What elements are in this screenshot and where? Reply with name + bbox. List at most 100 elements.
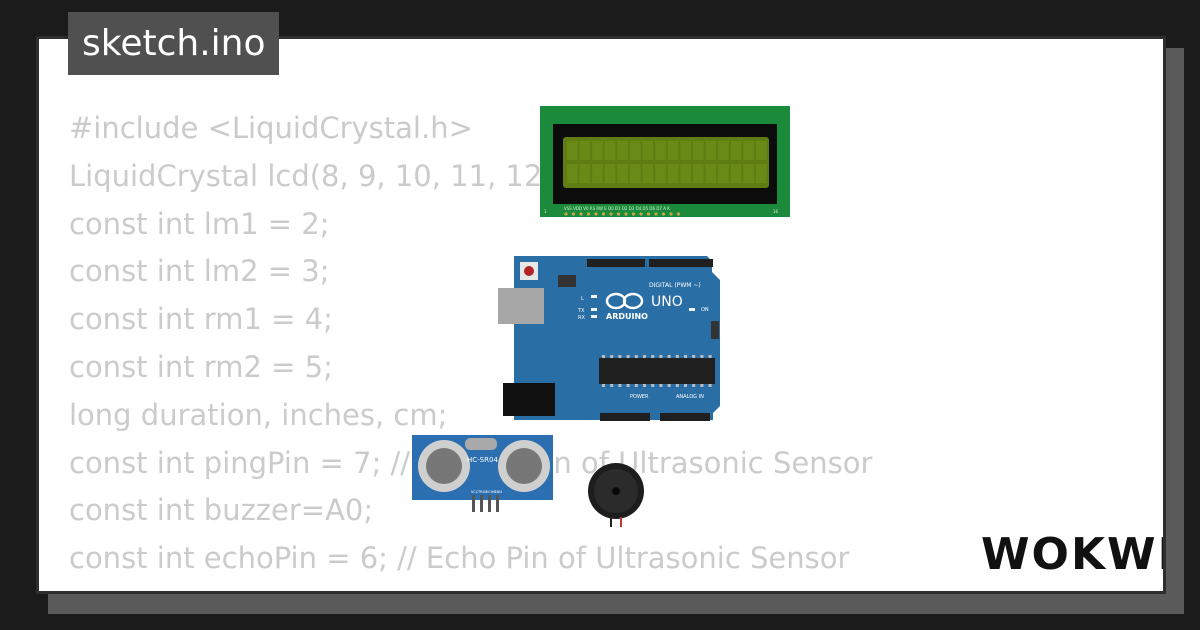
atmega-chip: [599, 358, 715, 384]
lcd-pin: [631, 212, 636, 216]
chip-pin: [618, 355, 622, 358]
code-line: const int buzzer=A0;: [69, 493, 374, 528]
chip-pin: [626, 384, 630, 387]
chip-pin: [708, 384, 712, 387]
chip-pin: [684, 384, 687, 387]
chip-pin: [626, 355, 630, 358]
code-line: const int lm1 = 2;: [69, 206, 330, 241]
lcd-pin: [669, 212, 673, 216]
chip-pin: [700, 384, 704, 387]
chip-pin: [684, 355, 687, 358]
lcd-cell: [756, 141, 767, 160]
lcd-cell: [743, 164, 754, 183]
lcd-cell: [680, 141, 691, 160]
chip-pin: [610, 384, 614, 387]
arduino-model: UNO: [651, 294, 683, 310]
sensor-pin-trig: TRIG: [477, 490, 487, 494]
lcd-pin: [564, 212, 568, 216]
buzzer[interactable]: [588, 463, 644, 527]
lcd-cell: [567, 164, 578, 183]
code-line: const int lm2 = 3;: [69, 254, 330, 289]
lcd-pin: [676, 212, 681, 216]
chip-pin: [659, 355, 663, 358]
ultrasonic-sensor[interactable]: HC-SR04 VCC TRIG ECHO GND: [412, 435, 553, 512]
lcd-pin-first: 1: [544, 209, 547, 214]
led-label-rx: RX: [578, 315, 585, 321]
lcd-cell: [604, 164, 616, 183]
arduino-uno-board[interactable]: DIGITAL (PWM ~) L TX RX ARDUINO UNO ON P…: [498, 256, 720, 421]
lcd-cell: [567, 141, 578, 160]
lcd-cell: [630, 164, 641, 183]
file-tab-sketch[interactable]: sketch.ino: [68, 12, 280, 75]
wokwi-logo: WOKWI: [981, 529, 1166, 580]
lcd-pin: [579, 212, 583, 216]
lcd-cell: [718, 164, 729, 183]
lcd-cell: [705, 164, 717, 183]
usb-port: [498, 288, 544, 324]
lcd-cell: [655, 141, 666, 160]
analog-label: ANALOG IN: [676, 394, 704, 400]
lcd-cell: [617, 164, 628, 183]
lcd-pin: [661, 212, 666, 216]
led-label-l: L: [581, 296, 584, 302]
lcd-cell: [693, 164, 704, 183]
lcd-pin: [571, 212, 576, 216]
chip-pin: [651, 355, 655, 358]
on-label: ON: [701, 307, 709, 313]
lcd-cell: [693, 141, 704, 160]
sensor-pin-gnd: GND: [494, 490, 502, 494]
sensor-pin-vcc: VCC: [471, 490, 479, 494]
chip-pin: [708, 355, 712, 358]
chip-pin: [700, 355, 704, 358]
lcd-pin: [594, 212, 598, 216]
lcd-pin: [601, 212, 606, 216]
code-line: void setup() {: [69, 583, 872, 591]
lcd-display[interactable]: VSS VDD V0 RS RW E D0 D1 D2 D3 D4 D5 D6 …: [540, 106, 790, 217]
lcd-pin: [609, 212, 613, 216]
power-label: POWER: [630, 394, 649, 400]
chip-pin: [667, 355, 671, 358]
lcd-pin: [639, 212, 643, 216]
lcd-cell: [592, 141, 603, 160]
lcd-cell: [705, 141, 717, 160]
chip-pin: [643, 355, 646, 358]
lcd-pin: [654, 212, 658, 216]
lcd-cell: [617, 141, 628, 160]
chip-pin: [692, 384, 696, 387]
lcd-cell: [743, 141, 754, 160]
chip-pin: [634, 384, 638, 387]
chip-pin: [610, 355, 614, 358]
code-line: const int rm2 = 5;: [69, 349, 333, 384]
lcd-cell: [730, 164, 742, 183]
code-line: const int echoPin = 6; // Echo Pin of Ul…: [69, 541, 850, 576]
project-preview-card: #include <LiquidCrystal.h>LiquidCrystal …: [36, 36, 1166, 594]
chip-pin: [651, 384, 655, 387]
digital-label: DIGITAL (PWM ~): [649, 282, 701, 289]
chip-pin: [692, 355, 696, 358]
sensor-model: HC-SR04: [467, 456, 498, 464]
code-line: long duration, inches, cm;: [69, 397, 448, 432]
chip-pin: [643, 384, 646, 387]
lcd-cell: [642, 164, 654, 183]
lcd-cell: [718, 141, 729, 160]
chip-pin: [659, 384, 663, 387]
lcd-pin: [616, 212, 621, 216]
icsp-header: [558, 275, 576, 287]
code-line: #include <LiquidCrystal.h>: [69, 111, 473, 145]
chip-pin: [602, 384, 605, 387]
chip-pin: [634, 355, 638, 358]
lcd-pin-labels: VSS VDD V0 RS RW E D0 D1 D2 D3 D4 D5 D6 …: [564, 206, 670, 211]
lcd-cell: [579, 164, 591, 183]
lcd-cell: [604, 141, 616, 160]
chip-pin: [618, 384, 622, 387]
lcd-cell: [730, 141, 742, 160]
lcd-cell: [655, 164, 666, 183]
lcd-cell: [756, 164, 767, 183]
arduino-brand: ARDUINO: [606, 312, 648, 321]
led-label-tx: TX: [577, 308, 585, 314]
code-line: const int rm1 = 4;: [69, 302, 333, 337]
lcd-cell: [630, 141, 641, 160]
lcd-cell: [667, 164, 679, 183]
circuit-parts: VSS VDD V0 RS RW E D0 D1 D2 D3 D4 D5 D6 …: [412, 106, 790, 527]
sensor-pin-echo: ECHO: [486, 490, 496, 494]
